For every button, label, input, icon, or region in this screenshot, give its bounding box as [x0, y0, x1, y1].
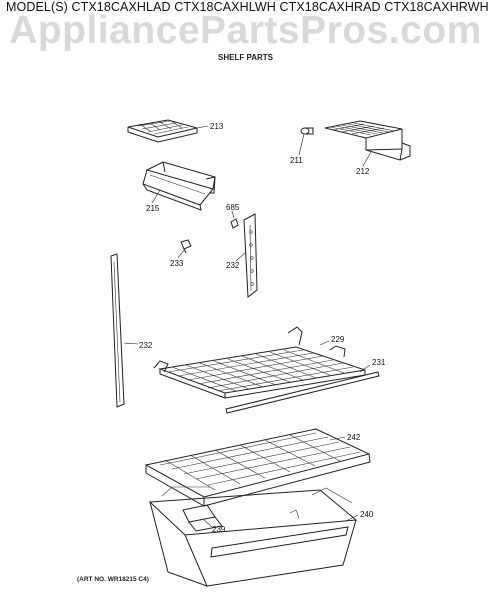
- callout-233: 233: [170, 259, 184, 268]
- callout-213: 213: [210, 122, 224, 131]
- part-242-cover: [144, 428, 371, 507]
- part-213-tray: [127, 119, 198, 143]
- page-header: AppliancePartsPros.com MODEL(S) CTX18CAX…: [0, 0, 491, 70]
- callout-231: 231: [372, 358, 386, 367]
- leader-213: [196, 125, 209, 129]
- callout-685: 685: [226, 203, 240, 212]
- leader-685: [231, 210, 235, 219]
- leader-211: [298, 133, 305, 156]
- part-685-clip: [230, 218, 239, 229]
- diagram-subtitle: SHELF PARTS: [218, 53, 273, 62]
- callout-242: 242: [347, 433, 361, 442]
- part-232-rail-short: [243, 213, 258, 298]
- leader-242: [329, 436, 346, 441]
- leader-239: [203, 519, 213, 528]
- callout-215: 215: [146, 204, 160, 213]
- callout-239: 239: [212, 525, 226, 534]
- leader-229: [319, 340, 330, 346]
- leader-215: [151, 189, 161, 204]
- leader-232b: [123, 342, 139, 345]
- part-231-trim: [225, 371, 380, 414]
- art-number: (ART NO. WR18215 C4): [77, 576, 149, 583]
- leader-233: [177, 249, 185, 259]
- leader-231: [359, 364, 371, 373]
- part-215-bin: [142, 161, 216, 211]
- callout-212: 212: [356, 167, 370, 176]
- part-233-clip: [180, 239, 192, 254]
- callout-240: 240: [360, 510, 374, 519]
- part-240-pan: [148, 486, 358, 587]
- part-239-divider: [182, 504, 223, 532]
- leader-240: [345, 514, 359, 522]
- leader-232a: [235, 251, 247, 262]
- callout-232-center: 232: [226, 261, 240, 270]
- watermark: AppliancePartsPros.com: [9, 9, 482, 52]
- part-211-stud: [300, 127, 314, 135]
- model-list: MODEL(S) CTX18CAXHLAD CTX18CAXHLWH CTX18…: [6, 0, 489, 14]
- callout-232-left: 232: [139, 341, 153, 350]
- part-232-rail-long: [110, 253, 125, 408]
- leader-212: [362, 151, 372, 167]
- callout-211: 211: [290, 156, 303, 165]
- part-212-wire-shelf: [324, 120, 411, 161]
- callout-229: 229: [331, 335, 345, 344]
